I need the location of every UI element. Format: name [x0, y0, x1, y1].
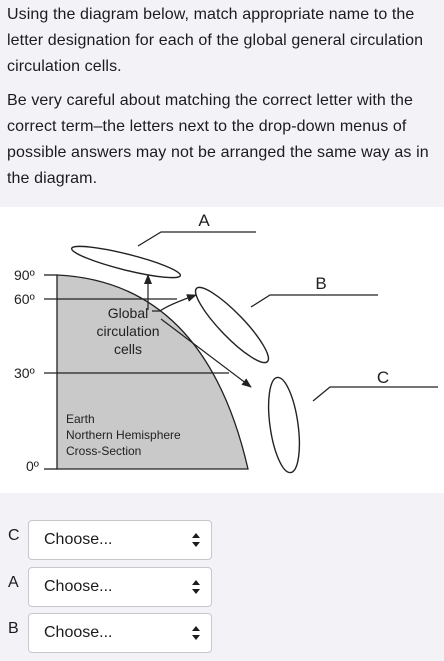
- cell-polar: [70, 245, 182, 279]
- cells-label-line1: Global: [108, 305, 148, 321]
- answer-letter: C: [8, 527, 20, 544]
- question-text: Using the diagram below, match appropria…: [7, 2, 439, 192]
- earth-label-line3: Cross-Section: [66, 444, 141, 458]
- instructions-paragraph: Using the diagram below, match appropria…: [7, 6, 424, 75]
- circulation-diagram: A B C 90º 60º 30º 0º Global circulation …: [0, 207, 444, 493]
- select-value: Choose...: [44, 624, 113, 641]
- warning-paragraph: Be very careful about matching the corre…: [7, 92, 429, 187]
- diagram-svg: A B C 90º 60º 30º 0º Global circulation …: [14, 211, 438, 474]
- answer-letter: A: [8, 574, 19, 591]
- answer-letter: B: [8, 620, 19, 637]
- select-arrows-icon: [192, 533, 200, 547]
- lat-90-label: 90º: [14, 267, 35, 283]
- pointer-a: [137, 231, 256, 247]
- earth-label-line1: Earth: [66, 412, 95, 426]
- arrow-to-ferrel: [152, 294, 197, 312]
- answer-select-a[interactable]: Choose...: [28, 567, 212, 607]
- pointer-b: [250, 294, 378, 308]
- arrow-to-hadley: [160, 318, 252, 388]
- answer-row-b: B Choose...: [0, 613, 444, 653]
- lat-60-label: 60º: [14, 291, 35, 307]
- label-b: B: [315, 274, 326, 293]
- cells-label-line2: circulation: [96, 323, 159, 339]
- cell-hadley: [267, 376, 301, 474]
- cells-label-line3: cells: [114, 341, 142, 357]
- lat-30-label: 30º: [14, 365, 35, 381]
- cell-ferrel: [194, 286, 270, 364]
- select-arrows-icon: [192, 580, 200, 594]
- pointer-c: [312, 386, 438, 402]
- select-value: Choose...: [44, 531, 113, 548]
- answer-row-a: A Choose...: [0, 567, 444, 607]
- select-arrows-icon: [192, 626, 200, 640]
- lat-0-label: 0º: [26, 458, 39, 474]
- answer-row-c: C Choose...: [0, 520, 444, 560]
- earth-label-line2: Northern Hemisphere: [66, 428, 181, 442]
- answer-select-b[interactable]: Choose...: [28, 613, 212, 653]
- label-a: A: [198, 211, 210, 230]
- label-c: C: [377, 368, 389, 387]
- select-value: Choose...: [44, 578, 113, 595]
- answer-select-c[interactable]: Choose...: [28, 520, 212, 560]
- earth-cross-section: [56, 274, 249, 470]
